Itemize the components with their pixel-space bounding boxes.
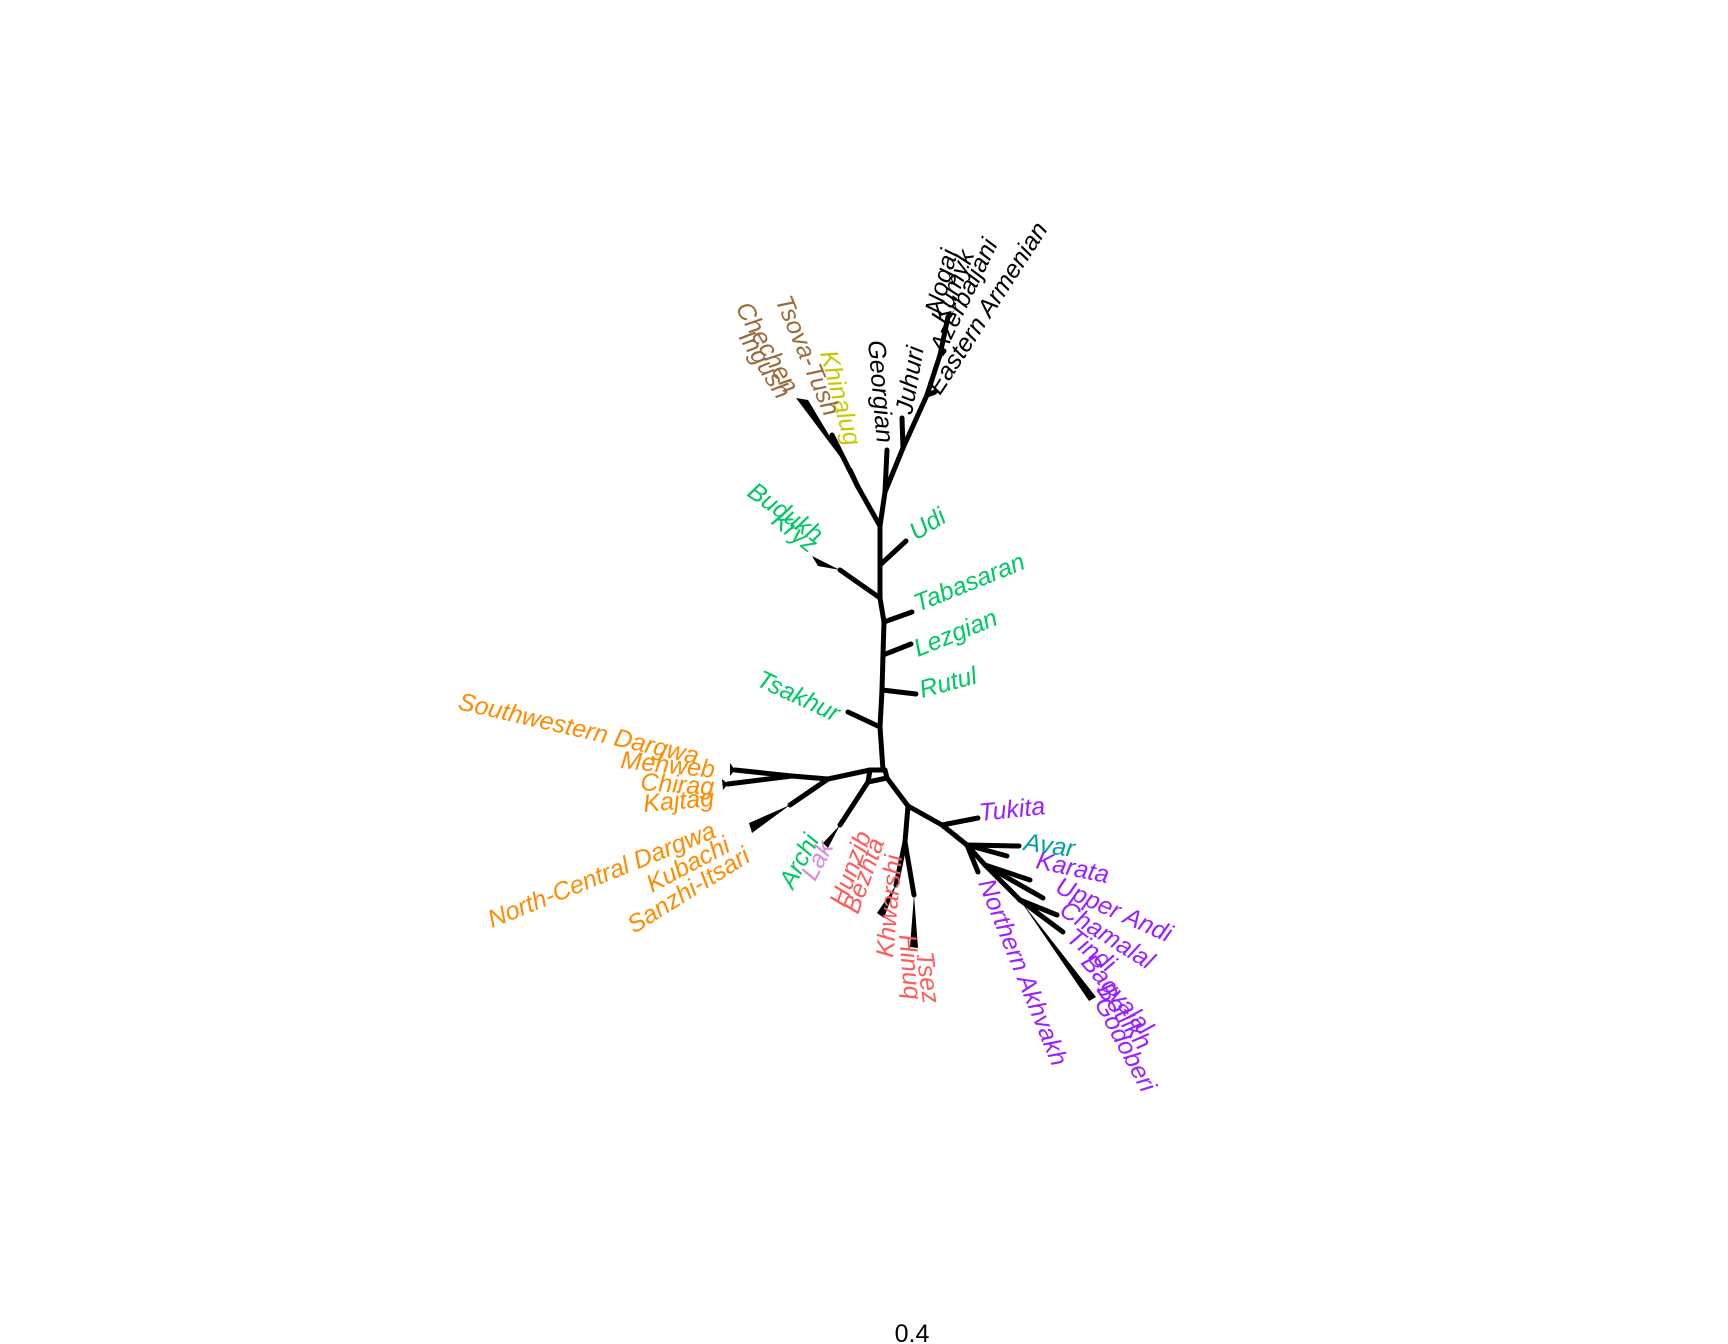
wedge: [877, 885, 896, 918]
wedge: [730, 763, 735, 776]
branch: [881, 609, 915, 625]
branch: [880, 641, 914, 658]
branch: [924, 352, 943, 398]
branch: [884, 775, 911, 809]
wedge: [812, 556, 840, 570]
tip-label-tukita: Tukita: [978, 792, 1047, 827]
branch: [787, 776, 831, 808]
branch: [945, 312, 953, 320]
branch: [789, 773, 831, 782]
tip-labels: Nogai Kumyk Azerbaijani Eastern Armenian…: [456, 217, 1178, 1098]
tree-branches: [725, 312, 1066, 935]
branch: [865, 775, 890, 785]
branch: [825, 767, 873, 782]
branch: [893, 839, 908, 888]
tip-label-tsakhur: Tsakhur: [752, 665, 845, 728]
wedge: [796, 398, 850, 470]
wedge: [722, 779, 728, 790]
branch: [939, 822, 970, 848]
branch: [939, 815, 981, 828]
tip-label-chirag: Chirag: [640, 768, 716, 801]
tip-label-georgian: Georgian: [862, 339, 899, 444]
wedge: [945, 308, 957, 318]
branch: [902, 803, 911, 845]
branch: [882, 445, 906, 495]
wedge: [1020, 900, 1096, 1001]
branch: [877, 687, 885, 730]
branch: [902, 839, 917, 898]
tip-label-hinuq: Hinuq: [893, 933, 927, 1001]
branch: [964, 842, 981, 875]
branch: [877, 538, 909, 568]
branch: [982, 862, 1023, 903]
scale-bar-label: 0.4: [895, 1320, 930, 1344]
branch: [725, 773, 795, 787]
branch: [937, 314, 951, 358]
branch: [837, 779, 871, 828]
branch: [900, 392, 930, 451]
tip-label-tabasaran: Tabasaran: [910, 548, 1029, 618]
tree-wedges: [722, 308, 1096, 1001]
branch: [882, 447, 890, 495]
branch: [1017, 897, 1066, 935]
branch: [877, 724, 886, 773]
tip-label-kajtag: Kajtag: [642, 784, 715, 818]
branch: [899, 415, 906, 451]
branch: [877, 489, 888, 529]
branch: [964, 842, 1010, 859]
tip-label-udi: Udi: [904, 502, 952, 546]
wedge: [910, 895, 918, 948]
branch: [855, 484, 883, 529]
branch: [924, 389, 938, 398]
tip-label-rutul: Rutul: [916, 661, 981, 704]
branch: [879, 687, 919, 697]
branch: [847, 467, 861, 490]
branch: [905, 803, 945, 828]
branch: [937, 348, 947, 358]
branch: [845, 709, 883, 730]
wedge: [749, 805, 790, 833]
branch: [880, 619, 887, 658]
branch: [879, 652, 886, 693]
branch: [877, 595, 887, 625]
branch: [837, 567, 883, 601]
branch: [982, 862, 1046, 901]
wedge: [823, 825, 840, 848]
